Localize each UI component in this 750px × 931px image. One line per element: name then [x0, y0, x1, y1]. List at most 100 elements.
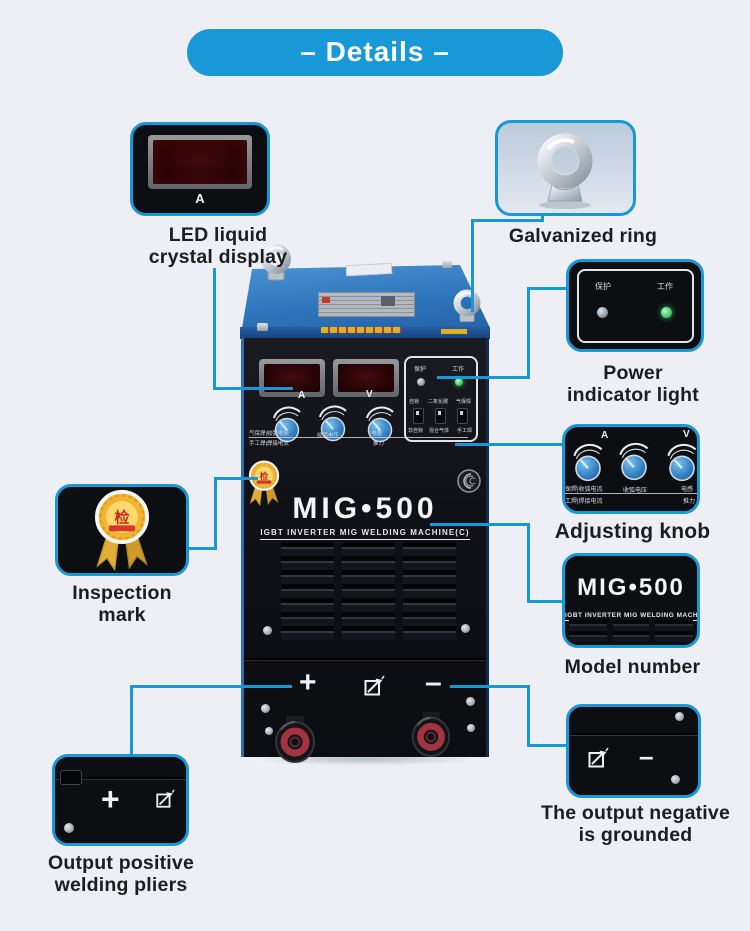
callout-inspection-mark: 检 [55, 484, 189, 576]
warning-strip [441, 329, 467, 334]
top-cap [257, 323, 268, 331]
leader-line-ring [471, 219, 474, 312]
protect-indicator-light [417, 378, 425, 386]
machine-front-lip [240, 327, 490, 339]
protect-label: 保护 [414, 367, 427, 373]
screw [263, 626, 272, 635]
vent-column [403, 542, 456, 640]
amp-letter: A [601, 430, 609, 441]
adjust-knob [573, 443, 603, 482]
warning-strip [321, 327, 401, 333]
machine-plus-terminal[interactable]: + [299, 666, 317, 699]
led-letter: A [195, 191, 205, 206]
machine-display-amp [259, 359, 325, 397]
machine-subtitle: IGBT INVERTER MIG WELDING MACHINE(C) [260, 528, 470, 540]
leader-line-negative [450, 685, 530, 688]
callout-adjusting-knob: A V 气保焊|收弧电流 手工焊|焊接电流 收弧电压 电感 推力 [562, 424, 700, 514]
knob-label: 气保焊|收弧电流 [249, 431, 289, 437]
switch-label: 手工焊 [457, 428, 473, 434]
leader-line-inspection [214, 477, 258, 480]
ground-symbol [588, 747, 609, 768]
galvanized-ring-photo [537, 133, 593, 209]
lifting-ring-right [453, 289, 481, 323]
toggle-switch[interactable] [413, 408, 424, 424]
switch-label: 自锁 [409, 399, 420, 405]
adjust-knob[interactable] [269, 400, 305, 444]
top-cap [442, 261, 452, 268]
led-screen [153, 140, 247, 184]
work-indicator-light [661, 307, 672, 318]
clamp-hole [60, 770, 82, 785]
screw [675, 712, 684, 721]
ground-symbol [156, 789, 175, 808]
volt-letter: V [683, 429, 690, 440]
switch-label: 二氧化碳 [428, 399, 449, 405]
switch-label: 非自锁 [408, 428, 424, 434]
panel-seam [569, 735, 698, 736]
amp-letter: A [298, 390, 306, 401]
leader-line-ring [541, 214, 544, 222]
label-galvanized-ring: Galvanized ring [508, 225, 658, 247]
minus-terminal: – [639, 741, 654, 771]
callout-led-display: A [130, 122, 270, 216]
knob-label: 气保焊|收弧电流 [562, 487, 603, 493]
protect-label: 保护 [595, 282, 611, 291]
control-panel: 保护 工作 自锁 二氧化碳 气保焊 非自锁 混合气体 手工焊 [404, 356, 478, 442]
spec-label-red-mark [322, 297, 330, 303]
leader-line-led [213, 268, 216, 390]
panel-seam [55, 779, 186, 780]
callout-output-negative: – [566, 704, 701, 798]
leader-line-power [437, 376, 530, 379]
leader-line-power [527, 287, 530, 379]
label-adjusting-knob: Adjusting knob [554, 520, 711, 543]
knob-label: 电感 [681, 487, 694, 493]
vent-gap [649, 620, 655, 642]
label-model-number: Model number [564, 656, 701, 678]
screw [64, 823, 74, 833]
inspection-badge: 检 [248, 460, 280, 506]
screw [261, 704, 270, 713]
knob-label: 收弧电压 [623, 488, 648, 494]
knob-label: 推力 [683, 499, 696, 505]
vent-column [342, 542, 395, 640]
callout-galvanized-ring [495, 120, 636, 216]
callout-power-indicator: 保护 工作 [566, 259, 704, 352]
screw [467, 724, 475, 732]
vent-strip [569, 620, 693, 642]
callout-output-positive: + [52, 754, 189, 846]
knob-label: 手工焊|焊接电流 [562, 499, 603, 505]
lifting-ring-left [261, 244, 291, 281]
panel-seam [245, 660, 485, 661]
panel-hairline [249, 437, 468, 438]
switch-label: 气保焊 [456, 399, 472, 405]
panel-outline: 保护 工作 [577, 269, 694, 343]
panel-seam [55, 777, 186, 779]
work-indicator-light [455, 378, 463, 386]
panel-hairline [565, 493, 697, 494]
details-banner: – Details – [187, 29, 563, 76]
display-screen [338, 364, 394, 392]
leader-line-negative [527, 685, 530, 747]
led-bezel [148, 135, 252, 189]
model-text: MIG•500 [577, 574, 685, 601]
adjust-knob[interactable] [315, 399, 351, 443]
leader-line-model [527, 523, 530, 603]
badge-char: 检 [115, 509, 130, 527]
toggle-switch[interactable] [435, 408, 446, 424]
adjust-knob [619, 442, 649, 481]
toggle-switch[interactable] [457, 408, 468, 424]
knob-label: 收弧电压 [317, 433, 340, 439]
protect-indicator-light [597, 307, 608, 318]
leader-line-led [213, 387, 293, 390]
machine-minus-terminal[interactable]: – [425, 666, 442, 699]
adjust-knob[interactable] [362, 400, 398, 444]
leader-line-power [527, 287, 568, 290]
knob-label: 电感 [371, 431, 383, 437]
screw [671, 775, 680, 784]
leader-line-model [430, 523, 530, 526]
